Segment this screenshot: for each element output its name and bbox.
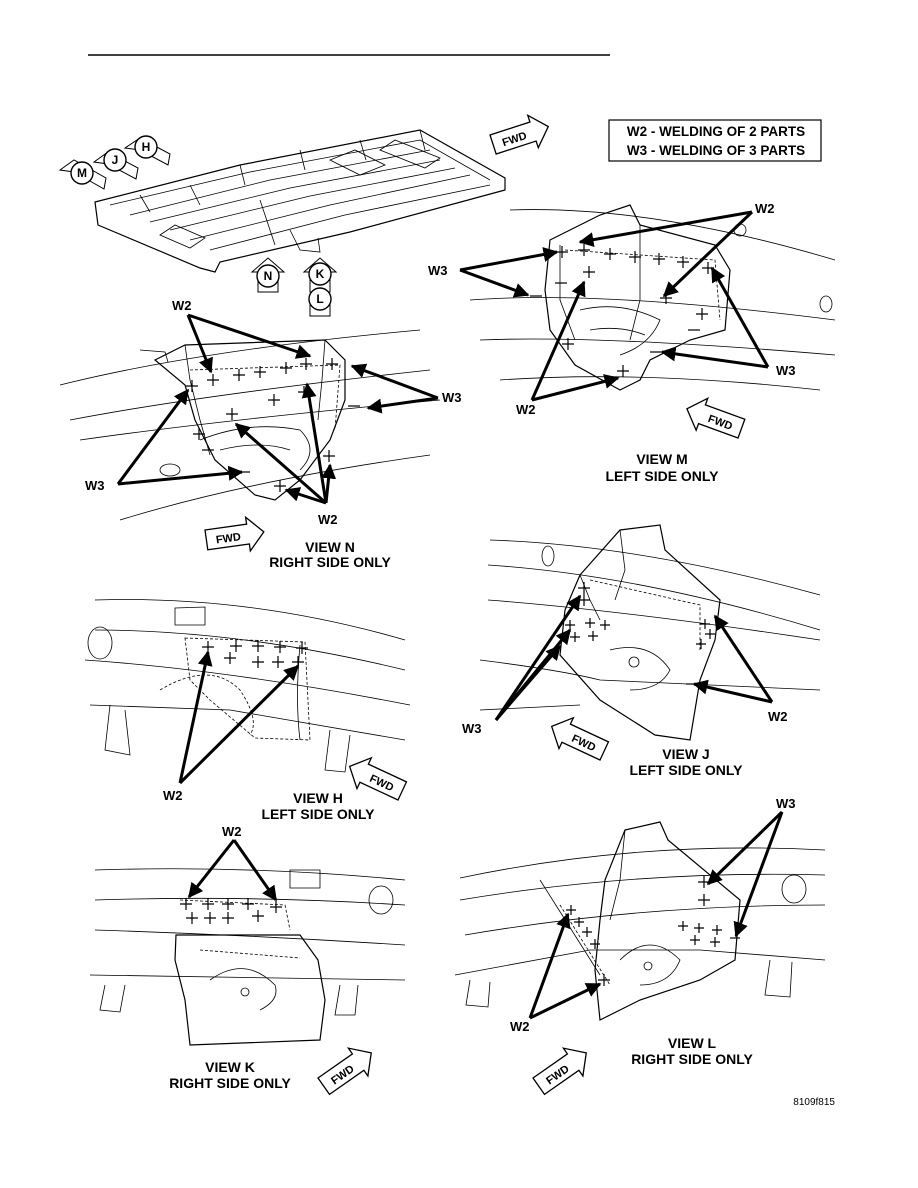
view-m-label-w2-top: W2	[755, 201, 775, 216]
view-k-leaders	[187, 839, 278, 902]
view-callout-n: N	[250, 257, 286, 293]
view-m-label-w2-bottom: W2	[516, 402, 536, 417]
view-h-drawing	[84, 599, 411, 773]
view-n-label-w3-right: W3	[442, 390, 462, 405]
legend-w2: W2 - WELDING OF 2 PARTS	[627, 124, 805, 139]
fwd-arrow-view-k: FWD	[317, 1047, 372, 1096]
view-m-leaders	[459, 210, 770, 402]
fwd-arrow-view-j: FWD	[550, 716, 610, 761]
view-j-drawing	[479, 524, 821, 741]
view-k-drawing	[89, 868, 406, 1046]
svg-text:M: M	[77, 166, 87, 180]
svg-text:H: H	[142, 140, 151, 154]
view-n-label-w2-bottom: W2	[318, 512, 338, 527]
view-callout-k: K	[302, 257, 338, 293]
view-m-welds	[530, 244, 714, 377]
view-j-welds	[565, 582, 715, 685]
view-m-title: VIEW M	[636, 451, 687, 467]
view-n-side: RIGHT SIDE ONLY	[269, 554, 391, 570]
view-l-leaders	[528, 810, 784, 1020]
view-l-label-w2: W2	[510, 1019, 530, 1034]
view-callout-l: L	[308, 287, 332, 317]
view-callout-h: H	[123, 135, 171, 166]
svg-text:L: L	[316, 292, 323, 306]
view-l-label-w3: W3	[776, 796, 796, 811]
view-n-label-w2-top: W2	[172, 298, 192, 313]
fwd-arrow-view-m: FWD	[686, 396, 746, 439]
figure-id: 8109f815	[793, 1097, 835, 1108]
svg-text:FWD: FWD	[215, 531, 242, 546]
view-k-side: RIGHT SIDE ONLY	[169, 1075, 291, 1091]
view-l-drawing	[454, 821, 826, 1021]
view-h-title: VIEW H	[293, 790, 343, 806]
view-h-label-w2: W2	[163, 788, 183, 803]
view-n-welds	[186, 358, 360, 492]
view-m-label-w3-left: W3	[428, 263, 448, 278]
view-l-welds	[566, 876, 740, 986]
view-h-leaders	[178, 650, 300, 785]
view-k-welds	[180, 898, 282, 924]
view-k-title: VIEW K	[205, 1059, 255, 1075]
view-j-side: LEFT SIDE ONLY	[629, 762, 743, 778]
view-callout-m: M	[58, 159, 107, 190]
view-m-side: LEFT SIDE ONLY	[605, 468, 719, 484]
view-m-label-w3-right: W3	[776, 363, 796, 378]
legend-w3: W3 - WELDING OF 3 PARTS	[627, 143, 805, 158]
svg-text:J: J	[112, 153, 119, 167]
view-l-side: RIGHT SIDE ONLY	[631, 1051, 753, 1067]
view-h-welds	[202, 640, 308, 668]
chassis-overview	[94, 129, 506, 273]
view-k-label-w2: W2	[222, 824, 242, 839]
view-n-leaders	[116, 313, 439, 505]
fwd-arrow-view-n: FWD	[204, 515, 265, 553]
view-l-title: VIEW L	[668, 1035, 717, 1051]
svg-text:N: N	[264, 269, 273, 283]
svg-text:K: K	[316, 267, 325, 281]
view-j-leaders	[494, 594, 774, 721]
view-h-side: LEFT SIDE ONLY	[261, 806, 375, 822]
view-n-title: VIEW N	[305, 539, 355, 555]
legend-box: W2 - WELDING OF 2 PARTS W3 - WELDING OF …	[608, 119, 822, 162]
view-n-label-w3-left: W3	[85, 478, 105, 493]
view-j-label-w3: W3	[462, 721, 482, 736]
view-j-title: VIEW J	[662, 746, 709, 762]
view-callout-j: J	[92, 148, 139, 180]
fwd-arrow-top: FWD	[489, 114, 550, 155]
fwd-arrow-view-l: FWD	[532, 1047, 587, 1096]
view-n-drawing	[59, 329, 441, 521]
view-j-label-w2: W2	[768, 709, 788, 724]
fwd-arrow-view-h: FWD	[348, 756, 408, 801]
